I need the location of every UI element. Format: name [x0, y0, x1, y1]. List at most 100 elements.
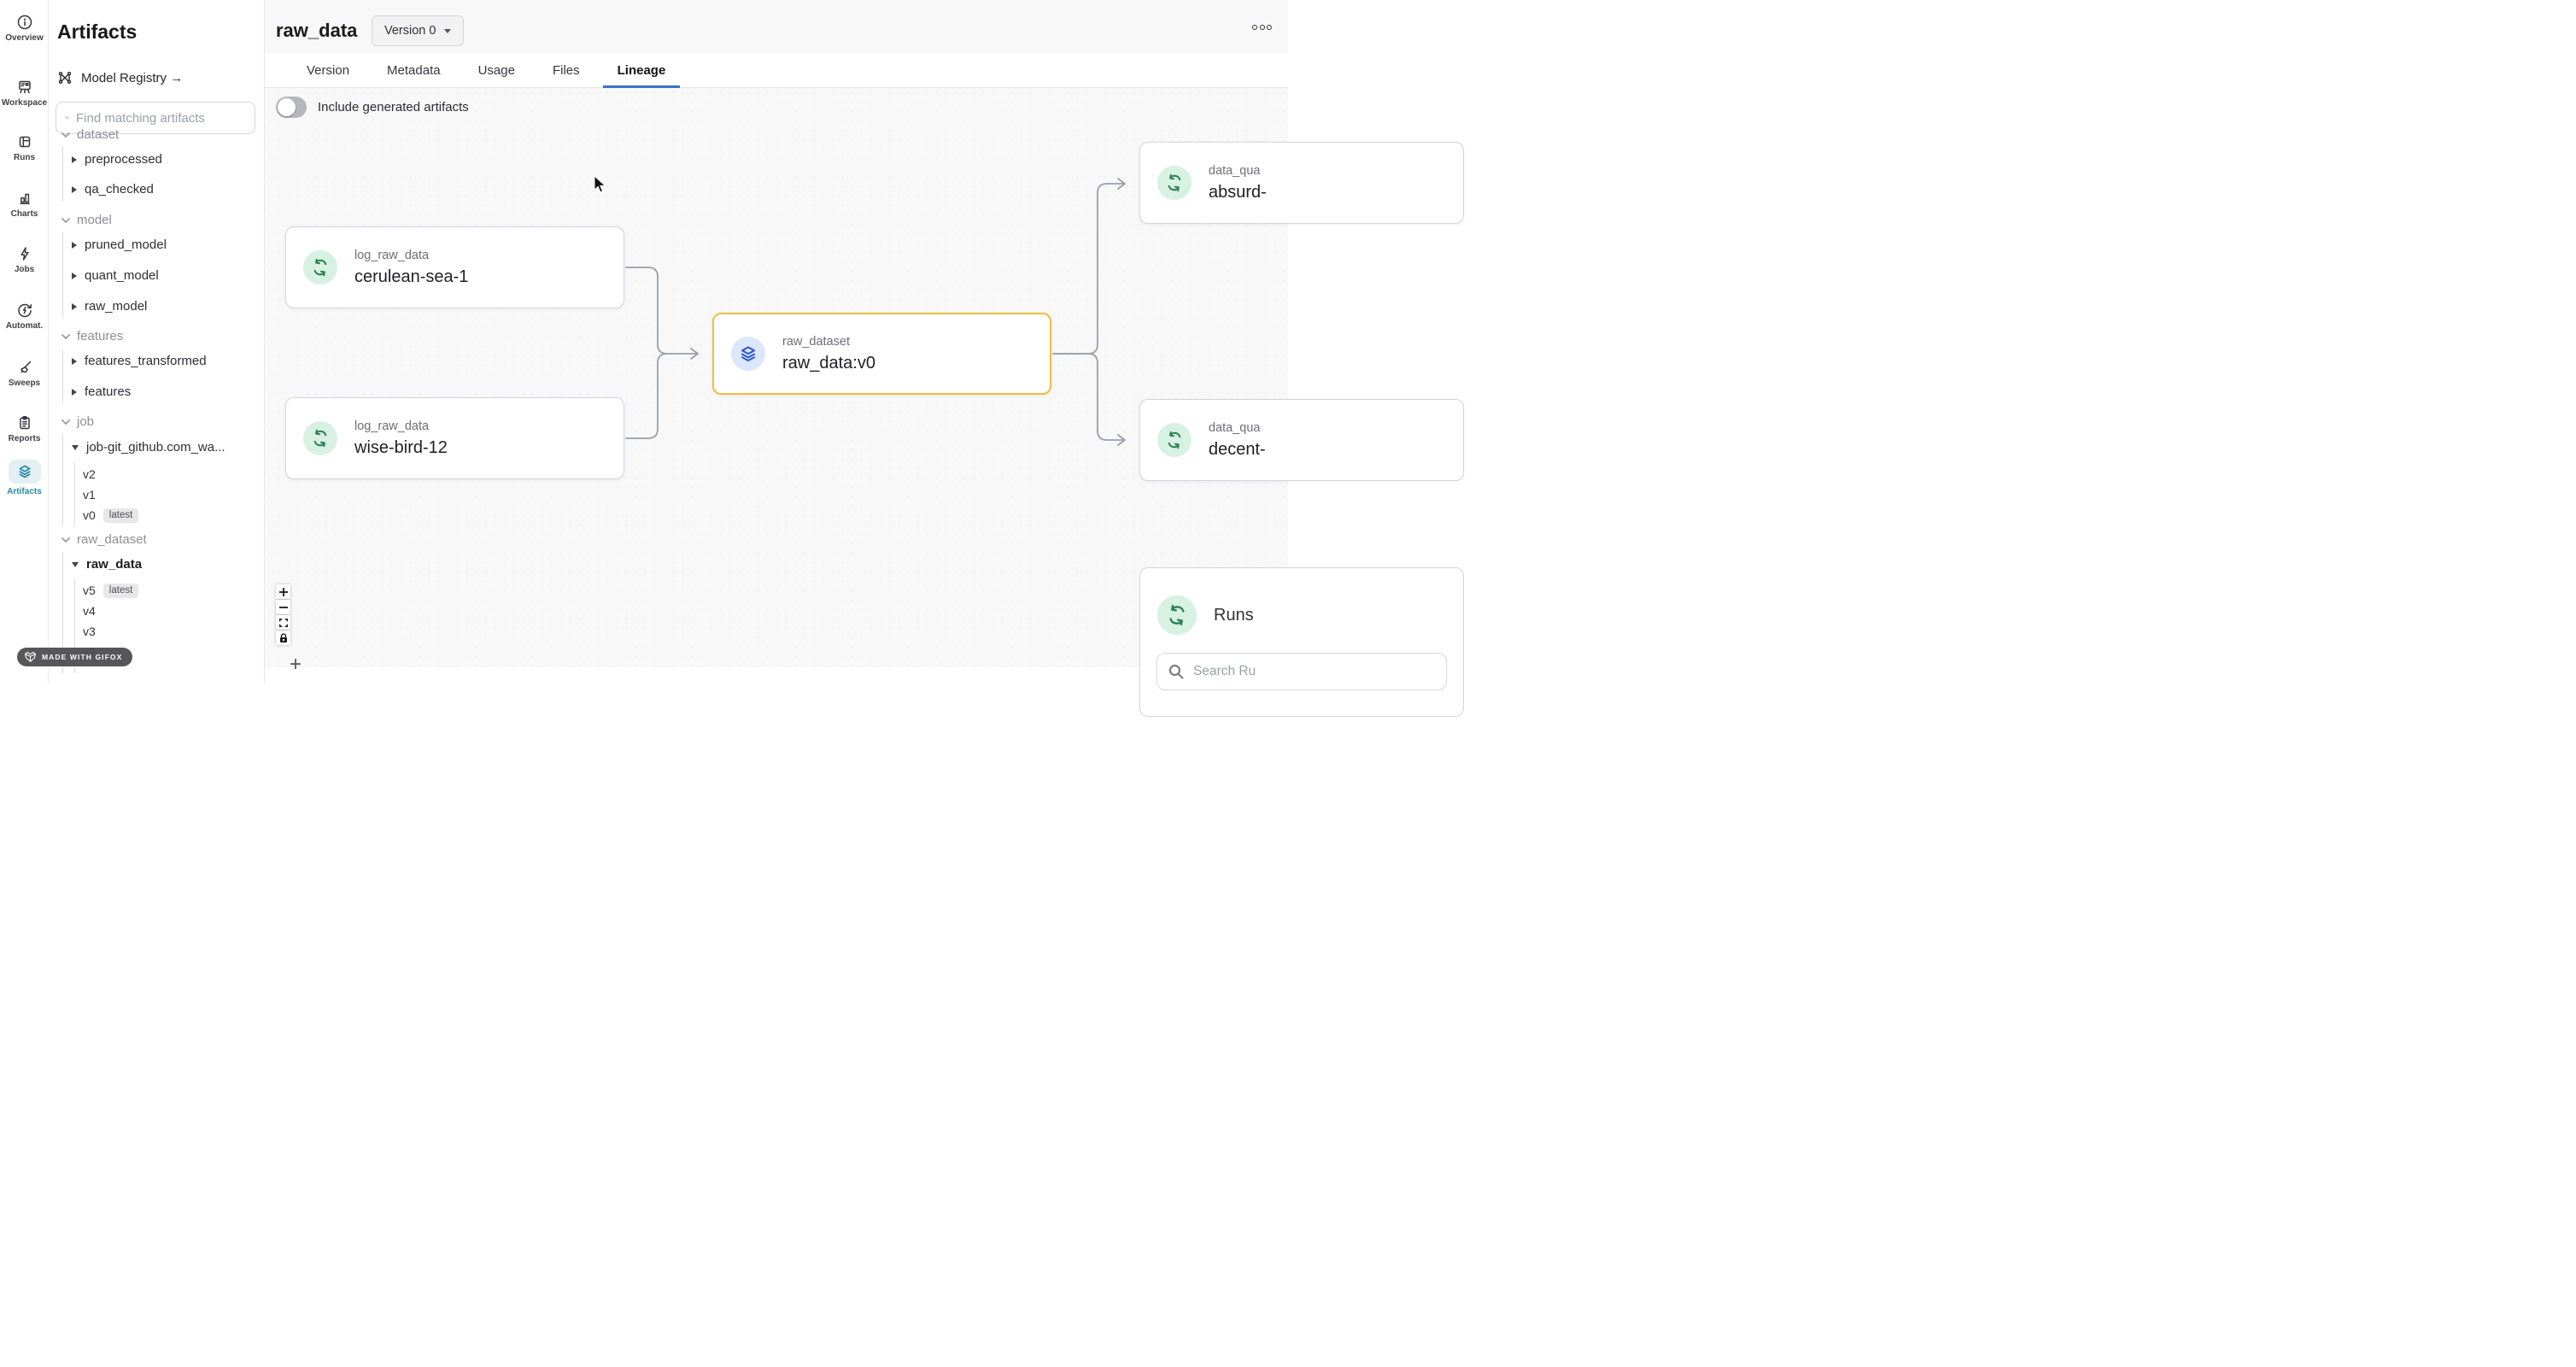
tree-section-job[interactable]: job [61, 413, 94, 431]
model-registry-label: Model Registry → [81, 70, 184, 85]
canvas-zoom-controls [276, 584, 290, 645]
tree-item-qa-checked[interactable]: qa_checked [72, 180, 154, 199]
include-generated-artifacts-toggle[interactable] [276, 97, 307, 118]
tree-guide [62, 232, 63, 318]
runs-search-box[interactable] [1156, 653, 1447, 690]
nav-overview[interactable]: Overview [0, 14, 49, 43]
tab-metadata[interactable]: Metadata [387, 62, 441, 78]
tree-version-v2[interactable]: v2 [83, 467, 96, 481]
left-nav-rail: Overview Workspace Runs Charts Jobs Auto… [0, 0, 49, 684]
tree-section-dataset[interactable]: dataset [61, 126, 119, 144]
toggle-knob [278, 98, 296, 116]
tree-item-job-git[interactable]: job-git_github.com_wa... [72, 438, 225, 457]
tree-section-model[interactable]: model [61, 211, 112, 230]
lock-button[interactable] [276, 631, 290, 645]
runs-panel-title: Runs [1214, 605, 1254, 625]
tree-section-raw-dataset[interactable]: raw_dataset [61, 531, 147, 549]
model-registry-icon [58, 71, 72, 85]
collapsed-arrow-icon [72, 303, 77, 310]
tree-item-raw-data[interactable]: raw_data [72, 555, 142, 574]
collapsed-arrow-icon [72, 273, 77, 279]
tree-item-features[interactable]: features [72, 383, 131, 402]
model-registry-link[interactable]: Model Registry → [57, 70, 183, 85]
tab-files[interactable]: Files [552, 62, 580, 78]
lineage-node-cerulean-sea-1[interactable]: log_raw_data cerulean-sea-1 [285, 226, 624, 308]
nav-sweeps[interactable]: Sweeps [0, 359, 49, 388]
tree-item-features-transformed[interactable]: features_transformed [72, 352, 207, 371]
collapsed-arrow-icon [72, 156, 77, 163]
runs-group-panel[interactable]: Runs [1139, 567, 1464, 717]
runs-search-input[interactable] [1193, 664, 1436, 679]
expanded-arrow-icon [72, 562, 79, 567]
lineage-node-decent[interactable]: data_qua decent- [1139, 399, 1464, 481]
overflow-menu-button[interactable] [1252, 25, 1272, 30]
tab-version[interactable]: Version [307, 62, 350, 78]
broom-icon [20, 361, 31, 373]
chevron-down-icon [61, 334, 70, 340]
artifacts-sidebar: Artifacts Model Registry → dataset prepr… [49, 0, 302, 684]
runs-table-icon [19, 136, 30, 148]
tab-usage[interactable]: Usage [477, 62, 515, 78]
run-refresh-icon [1168, 431, 1181, 449]
search-icon [1168, 664, 1184, 679]
run-refresh-icon [1169, 604, 1185, 626]
chevron-down-icon [61, 537, 70, 543]
nav-charts[interactable]: Charts [0, 190, 49, 219]
add-artifact-button[interactable]: + [290, 653, 302, 676]
toggle-label: Include generated artifacts [318, 100, 469, 114]
node-run-name: decent- [1209, 439, 1266, 459]
node-job-type: log_raw_data [354, 419, 430, 433]
chevron-down-icon [61, 218, 70, 224]
artifact-tabs: Version Metadata Usage Files Lineage [265, 53, 1288, 88]
expanded-arrow-icon [72, 445, 79, 450]
lineage-node-wise-bird-12[interactable]: log_raw_data wise-bird-12 [285, 397, 624, 479]
minus-icon [278, 606, 288, 608]
automations-icon [17, 303, 32, 318]
tree-item-raw-model[interactable]: raw_model [72, 297, 147, 316]
lineage-node-absurd[interactable]: data_qua absurd- [1139, 142, 1464, 224]
nav-jobs[interactable]: Jobs [0, 245, 49, 274]
zoom-in-button[interactable] [276, 584, 290, 599]
collapsed-arrow-icon [72, 242, 77, 249]
artifact-layers-icon [741, 346, 755, 361]
chevron-down-icon [61, 132, 70, 138]
run-refresh-icon [313, 258, 327, 277]
tree-item-pruned-model[interactable]: pruned_model [72, 236, 167, 255]
artifact-search-box[interactable] [56, 102, 255, 134]
nav-artifacts[interactable]: Artifacts [0, 460, 49, 496]
node-artifact-name: raw_data:v0 [782, 353, 875, 373]
nav-workspace[interactable]: Workspace [0, 79, 49, 108]
tree-item-preprocessed[interactable]: preprocessed [72, 150, 162, 169]
tree-version-v1[interactable]: v1 [83, 488, 96, 502]
fit-view-button[interactable] [276, 615, 290, 630]
tree-section-features[interactable]: features [61, 327, 123, 346]
fox-icon [24, 651, 37, 662]
nav-runs[interactable]: Runs [0, 133, 49, 162]
tree-guide [62, 434, 63, 526]
tree-guide [62, 552, 63, 673]
latest-badge: latest [102, 583, 139, 598]
tab-lineage[interactable]: Lineage [602, 53, 681, 88]
collapsed-arrow-icon [72, 389, 77, 396]
tree-version-v4[interactable]: v4 [83, 604, 96, 618]
tree-version-v3[interactable]: v3 [83, 625, 96, 638]
node-job-type: data_qua [1209, 420, 1261, 435]
workspace-icon [18, 80, 31, 94]
latest-badge: latest [102, 507, 139, 523]
node-run-name: wise-bird-12 [354, 437, 448, 457]
page-title: raw_data [276, 20, 358, 41]
sidebar-title: Artifacts [57, 21, 138, 43]
zoom-out-button[interactable] [276, 600, 290, 614]
artifact-search-input[interactable] [76, 110, 246, 126]
bar-chart-icon [20, 193, 30, 205]
nav-reports[interactable]: Reports [0, 414, 49, 443]
version-dropdown[interactable]: Version 0 [372, 15, 465, 46]
node-job-type: data_qua [1209, 163, 1261, 178]
nav-automations[interactable]: Automat. [0, 302, 49, 331]
lineage-node-raw-data-v0[interactable]: raw_dataset raw_data:v0 [712, 313, 1051, 395]
tree-item-quant-model[interactable]: quant_model [72, 267, 159, 285]
run-refresh-icon [1168, 173, 1181, 192]
node-run-name: absurd- [1209, 182, 1267, 202]
